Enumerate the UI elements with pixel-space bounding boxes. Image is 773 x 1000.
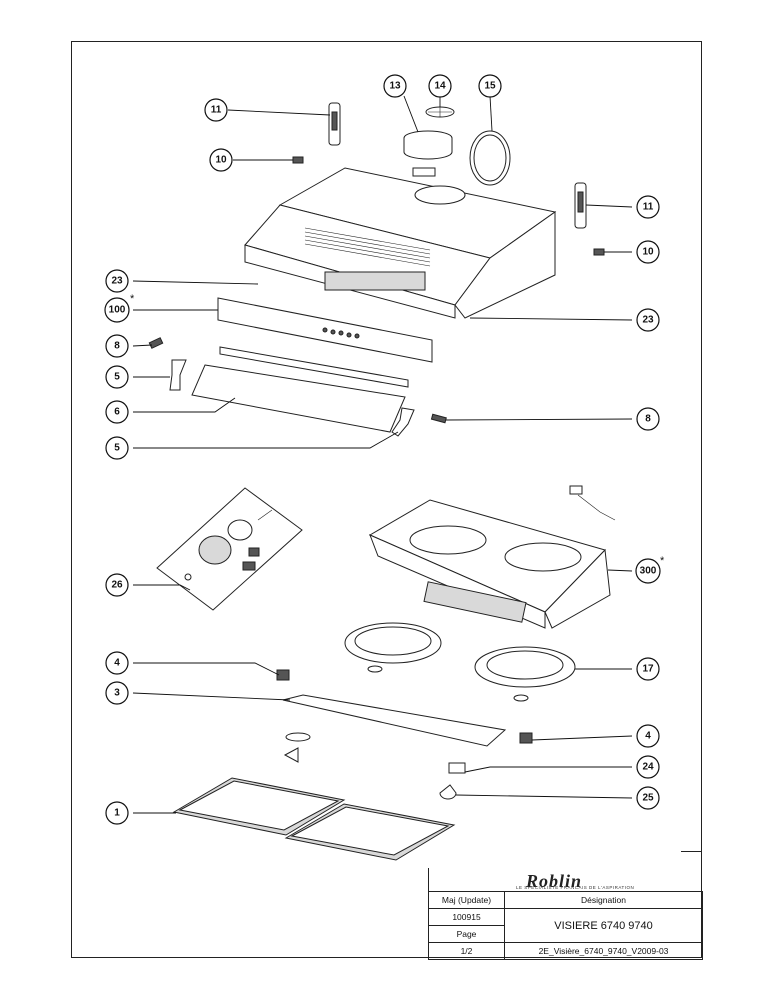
callout-8-right: 8 bbox=[636, 407, 660, 431]
leader-lines bbox=[132, 95, 633, 814]
seal-ring-part-15 bbox=[469, 130, 511, 186]
svg-text:1: 1 bbox=[114, 808, 120, 819]
lamp-bar-part-3 bbox=[282, 694, 507, 747]
svg-text:4: 4 bbox=[114, 658, 120, 669]
callout-15: 15 bbox=[478, 74, 502, 98]
asterisk-100: * bbox=[130, 293, 135, 305]
maj-value: 100915 bbox=[428, 908, 505, 926]
hood-body bbox=[244, 167, 557, 319]
callout-13: 13 bbox=[383, 74, 407, 98]
grease-filter-left-part-1 bbox=[172, 777, 346, 836]
svg-text:5: 5 bbox=[114, 372, 120, 383]
callout-6: 6 bbox=[105, 400, 129, 424]
callout-11-top-left: 11 bbox=[204, 98, 228, 122]
page-label: Page bbox=[428, 925, 505, 943]
blower-housing-part-300 bbox=[368, 485, 616, 629]
svg-text:11: 11 bbox=[211, 105, 222, 116]
clip-right-part-10 bbox=[593, 248, 605, 256]
callout-5-bottom: 5 bbox=[105, 436, 129, 460]
callout-100: 100 bbox=[104, 297, 130, 323]
callout-4-right: 4 bbox=[636, 724, 660, 748]
wall-bracket-right-part-11 bbox=[574, 182, 587, 229]
svg-text:26: 26 bbox=[111, 580, 123, 591]
lamp-holder-right-part-4 bbox=[519, 732, 533, 744]
callout-300: 300 bbox=[635, 558, 661, 584]
callout-5-top: 5 bbox=[105, 365, 129, 389]
svg-text:15: 15 bbox=[484, 81, 496, 92]
lamp-socket-left bbox=[285, 732, 311, 742]
callout-11-right: 11 bbox=[636, 195, 660, 219]
callout-8-left: 8 bbox=[105, 334, 129, 358]
title-block-table: Maj (Update) Désignation 100915 VISIERE … bbox=[428, 891, 703, 960]
svg-text:25: 25 bbox=[642, 793, 654, 804]
callout-23-right: 23 bbox=[636, 308, 660, 332]
callout-10-left: 10 bbox=[209, 148, 233, 172]
brand-tagline: LE SPECIALISTE FRANCAIS DE L'ASPIRATION bbox=[516, 885, 635, 890]
fan-plate-left-part-17 bbox=[344, 622, 442, 673]
callout-3: 3 bbox=[105, 681, 129, 705]
callout-1: 1 bbox=[105, 801, 129, 825]
backdraft-flap-part-14 bbox=[425, 106, 455, 118]
callout-4-left: 4 bbox=[105, 651, 129, 675]
svg-text:23: 23 bbox=[642, 315, 654, 326]
visor-glass-panel-part-6 bbox=[191, 364, 406, 433]
grease-filter-right-part-1 bbox=[284, 803, 456, 861]
callout-25: 25 bbox=[636, 786, 660, 810]
svg-text:10: 10 bbox=[642, 247, 654, 258]
visor-front-panel-part-100 bbox=[217, 297, 433, 363]
fixing-right-part-8 bbox=[430, 413, 447, 424]
svg-text:10: 10 bbox=[215, 155, 227, 166]
hinge-left-part-5 bbox=[169, 359, 187, 391]
svg-text:8: 8 bbox=[114, 341, 120, 352]
clip-left-part-10 bbox=[292, 156, 304, 164]
wall-bracket-left-part-11 bbox=[328, 102, 341, 146]
page-value: 1/2 bbox=[428, 942, 505, 960]
sheet-edge-mark bbox=[681, 851, 702, 852]
callout-17: 17 bbox=[636, 657, 660, 681]
svg-text:4: 4 bbox=[645, 731, 651, 742]
maj-label: Maj (Update) bbox=[428, 891, 505, 909]
product-name: VISIERE 6740 9740 bbox=[504, 908, 703, 943]
fan-plate-right-part-17 bbox=[474, 646, 576, 702]
lamp-socket-part-24 bbox=[448, 762, 466, 774]
fixing-left-part-8 bbox=[148, 337, 164, 349]
svg-text:100: 100 bbox=[109, 305, 126, 316]
duct-collar-part-13 bbox=[403, 130, 453, 160]
callout-10-right: 10 bbox=[636, 240, 660, 264]
callout-14: 14 bbox=[428, 74, 452, 98]
lamp-bulb-part-25 bbox=[439, 784, 457, 800]
lamp-holder-left-part-4 bbox=[276, 669, 290, 681]
svg-text:5: 5 bbox=[114, 443, 120, 454]
callout-26: 26 bbox=[105, 573, 129, 597]
svg-text:23: 23 bbox=[111, 276, 123, 287]
svg-text:11: 11 bbox=[643, 202, 654, 213]
svg-text:13: 13 bbox=[389, 81, 401, 92]
visor-rail bbox=[219, 346, 409, 388]
designation-label: Désignation bbox=[504, 891, 703, 909]
title-block: Roblin LE SPECIALISTE FRANCAIS DE L'ASPI… bbox=[428, 851, 703, 960]
motor-kit-part-26 bbox=[156, 487, 303, 611]
brand-logo: Roblin bbox=[526, 871, 583, 891]
drawing-sheet bbox=[71, 41, 702, 958]
document-ref: 2E_Visière_6740_9740_V2009-03 bbox=[504, 942, 703, 960]
hinge-right-part-5 bbox=[391, 407, 415, 437]
svg-text:14: 14 bbox=[434, 81, 446, 92]
svg-text:6: 6 bbox=[114, 407, 120, 418]
svg-text:24: 24 bbox=[642, 762, 654, 773]
svg-text:17: 17 bbox=[642, 664, 654, 675]
svg-text:8: 8 bbox=[645, 414, 651, 425]
lamp-bulb-left bbox=[283, 747, 299, 763]
asterisk-300: * bbox=[660, 555, 665, 567]
svg-text:300: 300 bbox=[640, 566, 657, 577]
svg-text:3: 3 bbox=[114, 688, 120, 699]
callout-24: 24 bbox=[636, 755, 660, 779]
callout-23-left: 23 bbox=[105, 269, 129, 293]
